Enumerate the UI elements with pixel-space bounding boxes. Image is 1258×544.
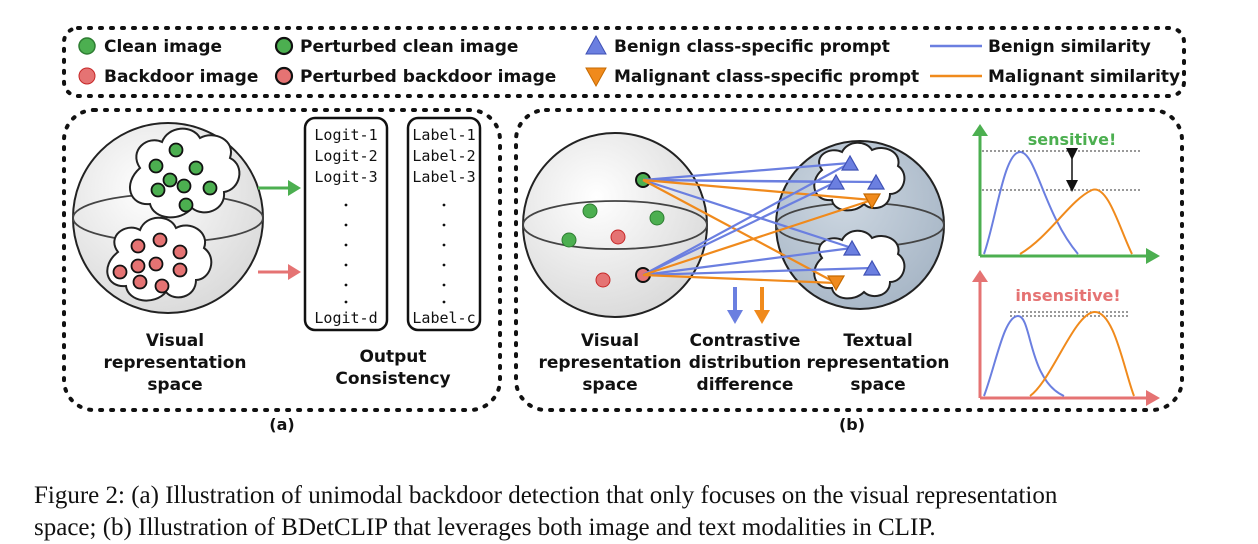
perturbed-backdoor-marker — [274, 66, 294, 86]
legend-backdoor-image: Backdoor image — [104, 67, 258, 87]
output-consistency-line2: Consistency — [335, 369, 450, 389]
legend-perturbed-clean: Perturbed clean image — [300, 37, 518, 57]
label-3: Label-3 — [412, 168, 475, 186]
textual-space-line3: space — [850, 375, 905, 395]
visual-space-a-line3: space — [147, 375, 202, 395]
sensitive-label: sensitive! — [1028, 130, 1116, 149]
visual-space-b-line2: representation — [538, 353, 681, 373]
sensitive-plot: sensitive! — [972, 124, 1160, 264]
legend-malignant-similarity: Malignant similarity — [988, 67, 1180, 87]
clean-cluster-cloud — [129, 127, 241, 219]
panel-a-tag: (a) — [269, 415, 294, 434]
visual-sphere-b — [522, 132, 708, 318]
prompt-markers — [826, 154, 886, 292]
legend: Clean image Backdoor image Perturbed cle… — [62, 26, 1186, 98]
red-arrow — [258, 264, 301, 280]
logit-d: Logit-d — [314, 309, 377, 327]
logit-ellipsis — [344, 203, 348, 304]
textual-space-line2: representation — [806, 353, 949, 373]
visual-space-b-line3: space — [582, 375, 637, 395]
logit-2: Logit-2 — [314, 147, 377, 165]
legend-benign-similarity: Benign similarity — [988, 37, 1151, 57]
contrastive-line2: distribution — [689, 353, 801, 373]
caption-line-1: Figure 2: (a) Illustration of unimodal b… — [34, 482, 1058, 509]
caption-line-2: space; (b) Illustration of BDetCLIP that… — [34, 514, 936, 541]
perturbed-clean-marker — [274, 36, 294, 56]
visual-space-b-line1: Visual — [581, 331, 639, 351]
contrastive-arrows — [727, 287, 770, 324]
panel-b-border — [514, 108, 1184, 412]
insensitive-plot: insensitive! — [972, 270, 1160, 406]
contrastive-line1: Contrastive — [690, 331, 801, 351]
panel-b: Visual representation space Contrastive … — [514, 108, 1184, 434]
textual-space-line1: Textual — [843, 331, 912, 351]
label-2: Label-2 — [412, 147, 475, 165]
logit-3: Logit-3 — [314, 168, 377, 186]
panel-b-tag: (b) — [839, 415, 865, 434]
label-c: Label-c — [412, 309, 475, 327]
clean-image-marker — [78, 37, 96, 55]
output-consistency-line1: Output — [359, 347, 426, 367]
visual-space-a-line1: Visual — [146, 331, 204, 351]
panel-a-border — [62, 108, 502, 412]
backdoor-image-marker — [78, 67, 96, 85]
panel-a: Visual representation space Logit-1 Logi… — [62, 108, 502, 434]
benign-prompt-marker — [585, 34, 607, 55]
similarity-connections — [642, 161, 877, 285]
contrastive-line3: difference — [697, 375, 794, 395]
green-arrow — [258, 180, 301, 196]
legend-border — [62, 26, 1186, 98]
insensitive-label: insensitive! — [1015, 286, 1120, 305]
malignant-prompt-marker — [585, 67, 607, 88]
label-ellipsis — [442, 203, 446, 304]
legend-malignant-prompt: Malignant class-specific prompt — [614, 67, 919, 87]
legend-clean-image: Clean image — [104, 37, 222, 57]
visual-space-a-line2: representation — [103, 353, 246, 373]
logit-1: Logit-1 — [314, 126, 377, 144]
legend-perturbed-backdoor: Perturbed backdoor image — [300, 67, 556, 87]
figure-caption: Figure 2: (a) Illustration of unimodal b… — [34, 480, 1234, 544]
legend-benign-prompt: Benign class-specific prompt — [614, 37, 890, 57]
label-1: Label-1 — [412, 126, 475, 144]
backdoor-cluster-cloud — [106, 216, 213, 302]
